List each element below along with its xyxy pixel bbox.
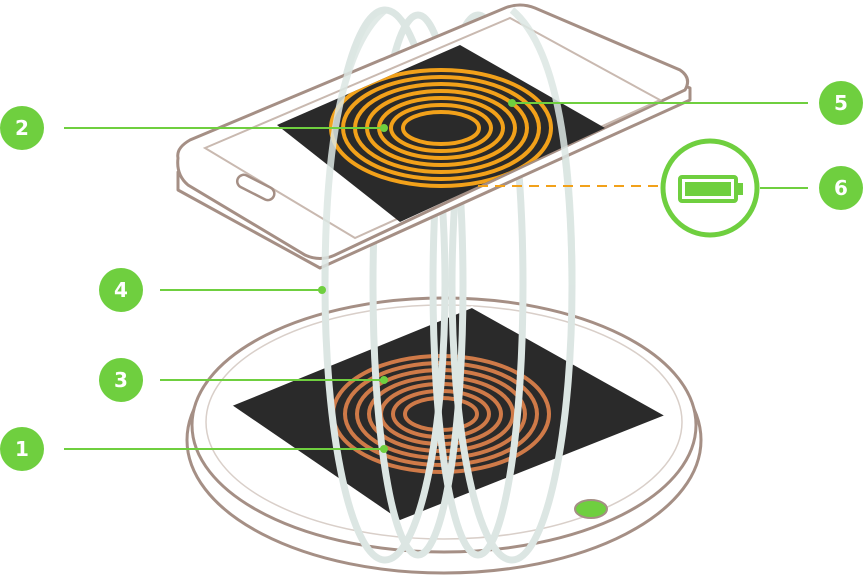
leader-dots [318, 99, 516, 453]
callout-number: 4 [114, 278, 128, 302]
pad-plate-highlight [231, 305, 666, 416]
callout-number: 5 [834, 91, 848, 115]
callout-badge-4: 4 [99, 268, 143, 312]
callout-badge-2: 2 [0, 106, 44, 150]
callout-badge-5: 5 [819, 81, 863, 125]
battery-indicator [660, 138, 760, 238]
led-indicator-icon [574, 499, 608, 519]
leader-lines [64, 102, 808, 450]
home-button [235, 173, 276, 202]
callout-badge-1: 1 [0, 427, 44, 471]
callout-badge-3: 3 [99, 358, 143, 402]
callout-badge-6: 6 [819, 166, 863, 210]
callout-number: 1 [15, 437, 29, 461]
battery-full-icon [678, 175, 743, 203]
callout-number: 6 [834, 176, 848, 200]
callout-number: 2 [15, 116, 29, 140]
callout-number: 3 [114, 368, 128, 392]
phone-screen-bezel [202, 16, 663, 240]
